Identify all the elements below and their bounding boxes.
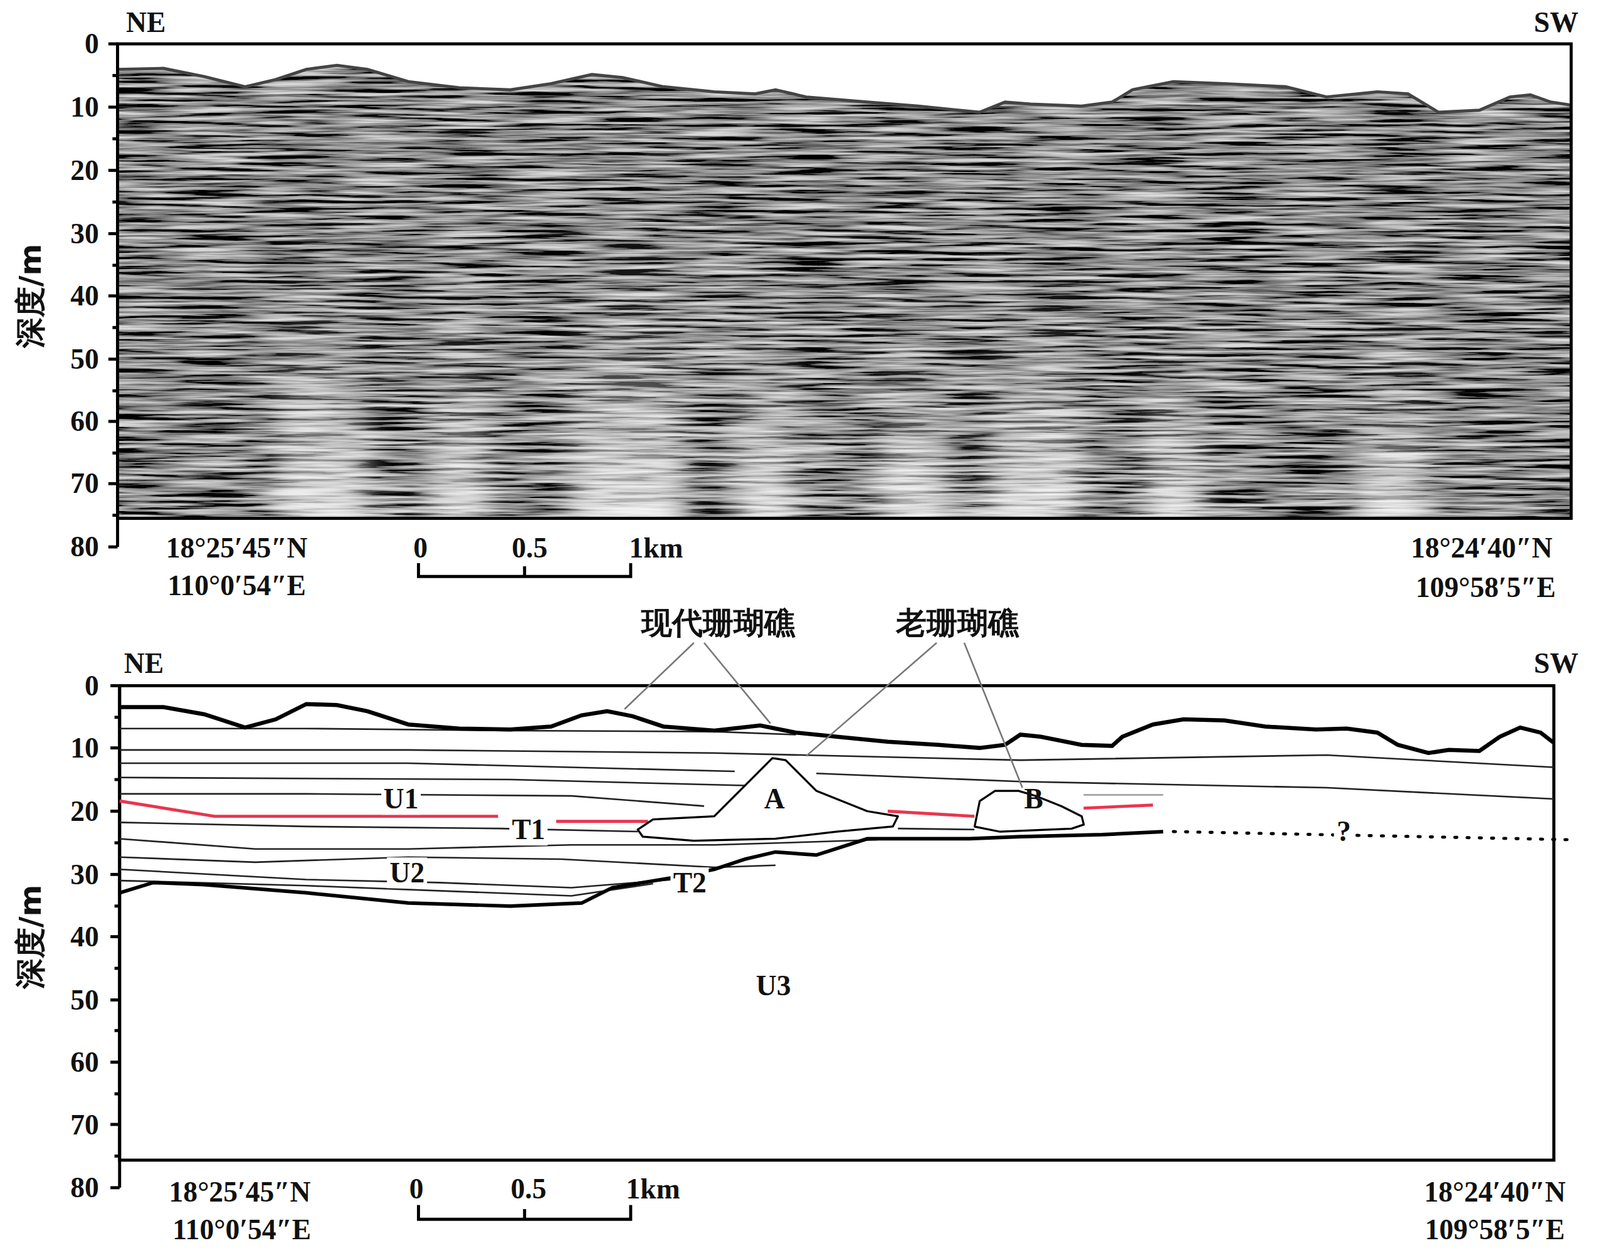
reef-label: B bbox=[1024, 784, 1044, 814]
unit-label: U2 bbox=[387, 857, 428, 889]
tick-label: 10 bbox=[70, 92, 100, 122]
reflector-lines bbox=[119, 728, 1555, 896]
coordinate-label: 110°0′54″E bbox=[172, 1215, 311, 1244]
boundary-label: T1 bbox=[509, 813, 548, 846]
coordinate-label: 18°25′45″N bbox=[166, 533, 308, 563]
tick-label: 0 bbox=[84, 29, 100, 59]
leader-lines bbox=[624, 642, 1023, 788]
coordinate-label: 109°58′5″E bbox=[1425, 1215, 1565, 1244]
direction-label: NE bbox=[126, 8, 166, 37]
direction-label: SW bbox=[1534, 648, 1579, 678]
tick-label: 20 bbox=[70, 796, 100, 826]
old-reef-body: B bbox=[970, 785, 1088, 835]
scale-label: 1km bbox=[628, 533, 683, 563]
tick-label: 20 bbox=[70, 156, 100, 185]
scale-bar bbox=[418, 563, 631, 577]
callout-label: 老珊瑚礁 bbox=[895, 608, 1019, 639]
panel-frame bbox=[117, 43, 1572, 519]
callout-label: 现代珊瑚礁 bbox=[641, 608, 795, 639]
tick-label: 50 bbox=[70, 985, 100, 1015]
t2-boundary bbox=[119, 831, 1164, 906]
tick-label: 0 bbox=[84, 671, 100, 701]
tick-label: 40 bbox=[70, 281, 100, 311]
axis-title: 深度/m bbox=[15, 243, 46, 349]
tick-label: 80 bbox=[70, 532, 100, 562]
tick-label: 70 bbox=[70, 469, 100, 499]
depth-axis bbox=[110, 685, 120, 1188]
scale-label: 0.5 bbox=[511, 533, 548, 563]
direction-label: NE bbox=[124, 648, 164, 678]
coordinate-label: 109°58′5″E bbox=[1415, 573, 1556, 603]
inferred-boundary bbox=[1173, 831, 1572, 840]
seismic-image bbox=[117, 43, 1572, 519]
tick-label: 60 bbox=[70, 406, 100, 436]
scale-label: 1km bbox=[626, 1174, 681, 1204]
tick-label: 30 bbox=[70, 219, 100, 249]
old-reef-body: A bbox=[632, 754, 903, 844]
tick-label: 10 bbox=[70, 733, 100, 763]
tick-label: 30 bbox=[70, 860, 100, 890]
scale-label: 0 bbox=[409, 1174, 424, 1204]
direction-label: SW bbox=[1534, 8, 1579, 37]
boundary-label: T2 bbox=[670, 867, 710, 899]
panel-frame bbox=[119, 685, 1555, 1160]
reef-label: A bbox=[764, 784, 785, 814]
axis-title: 深度/m bbox=[15, 884, 46, 990]
scale-label: 0.5 bbox=[510, 1174, 547, 1204]
scale-label: 0 bbox=[413, 533, 428, 563]
tick-label: 50 bbox=[70, 344, 100, 374]
unit-label: U3 bbox=[753, 969, 794, 1002]
coordinate-label: 18°25′45″N bbox=[169, 1177, 311, 1207]
query-mark: ? bbox=[1334, 816, 1354, 848]
coordinate-label: 110°0′54″E bbox=[167, 571, 306, 600]
depth-axis bbox=[108, 43, 118, 547]
coordinate-label: 18°24′40″N bbox=[1410, 533, 1553, 563]
tick-label: 40 bbox=[70, 922, 100, 952]
coordinate-label: 18°24′40″N bbox=[1423, 1177, 1566, 1207]
unit-label: U1 bbox=[381, 783, 422, 816]
tick-label: 80 bbox=[70, 1173, 100, 1203]
tick-label: 60 bbox=[70, 1047, 100, 1077]
scale-bar bbox=[418, 1205, 631, 1220]
tick-label: 70 bbox=[70, 1110, 100, 1140]
